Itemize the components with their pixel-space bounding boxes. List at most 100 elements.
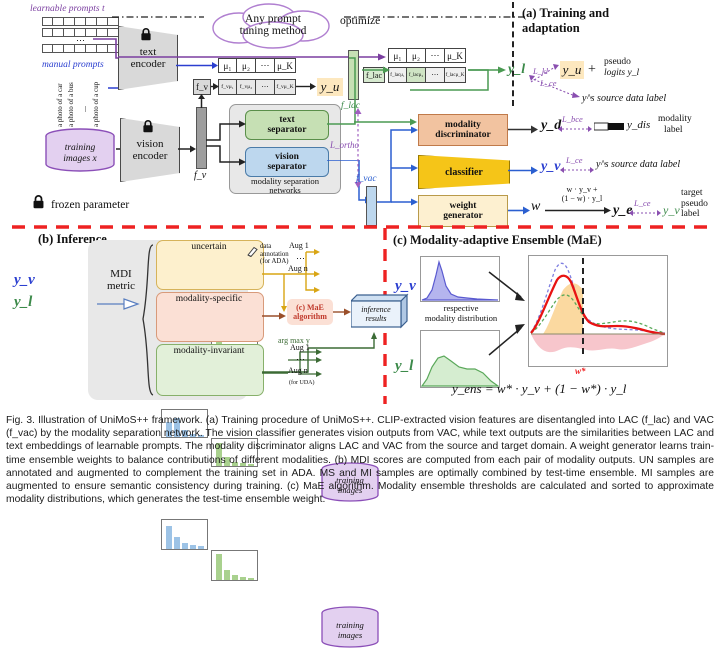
classifier-out-arrow — [508, 166, 538, 175]
fv-bar-label: f_v — [194, 170, 207, 181]
frozen-legend-label: frozen parameter — [51, 198, 130, 211]
flac-feature-bar — [348, 50, 359, 100]
mu-cell: μ₁ — [218, 58, 237, 73]
flac-bar-label: f_lac — [341, 101, 360, 111]
aug-first-label-b1: Aug 1 — [289, 241, 309, 250]
yu-ref-box: y_u — [560, 61, 584, 79]
fv-mu-cells: f_vμ₁ f_vμ₂ ⋯ f_vμ_K — [218, 79, 296, 95]
classifier-label: classifier — [445, 166, 483, 178]
yl-distribution-plot — [420, 330, 500, 388]
classifier-box[interactable]: classifier — [418, 155, 510, 189]
group-brace — [142, 244, 154, 396]
loss-ce3-arrow — [629, 210, 661, 216]
lac-to-discriminator-arrow — [354, 118, 417, 126]
modality-label-line-1: modality — [658, 114, 692, 124]
mae-line-1: (c) MaE — [296, 303, 324, 312]
mae-algorithm-box[interactable]: (c) MaE algorithm — [287, 299, 333, 325]
w-output: w — [531, 199, 541, 214]
discriminator-line-1: modality — [445, 119, 481, 130]
modality-label-swatch — [594, 122, 624, 131]
loss-ce2-arrow — [560, 167, 594, 173]
mdi-metric-label: MDI metric — [96, 268, 146, 292]
hist-bar — [232, 574, 238, 580]
mae-threshold-plot — [528, 255, 668, 367]
hist-bar — [174, 417, 180, 437]
yv-label-c: y_v — [395, 278, 416, 294]
invariant-out-line — [262, 372, 288, 374]
red-horizontal-separator — [12, 225, 712, 229]
aug-last-label-b2: Aug n — [288, 366, 308, 375]
hist-bar — [224, 457, 230, 466]
w-star-tick-label: w* — [575, 366, 586, 376]
text-separator-box[interactable]: text separator — [245, 110, 329, 140]
vision-encoder-label-1: vision — [136, 137, 164, 150]
separation-card-caption: modality separation networks — [229, 176, 341, 196]
text-encoder-label-1: text — [139, 45, 157, 58]
loss-kl-label: L_kl — [533, 66, 549, 76]
source-data-label-2: y^s source data label — [596, 159, 680, 170]
source-data-label-1: y^s source data label — [582, 93, 666, 104]
fv-tag: f_v — [193, 79, 211, 95]
target-pseudo-line-1: target — [681, 188, 703, 198]
fv-mu-cell: f_vμ₁ — [218, 79, 237, 95]
panel-a-vertical-divider — [512, 2, 514, 106]
training-images-b2-line-2: images — [337, 630, 363, 640]
inference-results-box: inference results — [349, 293, 411, 329]
hist-specific-text — [211, 438, 258, 467]
hist-bar — [216, 554, 222, 580]
yl-label-c: y_l — [395, 358, 414, 374]
training-images-cylinder-b1: training images — [320, 462, 380, 502]
learnable-prompts-label: learnable prompts t — [30, 4, 105, 14]
cloud-text: Any prompt tuning method — [213, 8, 333, 42]
training-images-line-1: training — [64, 143, 96, 153]
target-pseudo-line-2: pseudo — [681, 198, 708, 209]
pseudo-logits-line-2: logits y_l — [604, 67, 640, 78]
aug-first-label-b2: Aug 1 — [290, 343, 310, 352]
yd-output: y_d — [541, 118, 562, 133]
vision-encoder-label-2: encoder — [132, 150, 168, 162]
vision-encoder-to-fv-arrow — [178, 145, 196, 153]
prompt-tuning-cloud — [212, 3, 330, 49]
yv-to-mae-arrow — [488, 271, 525, 301]
hist-bar — [240, 576, 246, 580]
target-pseudo-label: target pseudo label — [681, 188, 720, 220]
mdi-hollow-arrow — [97, 298, 140, 310]
specific-to-mae-arrow — [262, 312, 286, 320]
ens-formula-line-2: (1 − w) · y_l — [561, 194, 603, 203]
weightgen-out-arrow — [508, 206, 530, 215]
hist-bar — [232, 461, 238, 466]
modality-discriminator[interactable]: modality discriminator — [418, 114, 508, 146]
yv-small-label: y_v — [663, 203, 680, 217]
separation-caption-1: modality separation — [250, 175, 320, 186]
mu-cell: μ₂ — [237, 58, 256, 73]
flac-mu-cell: f_lacμ₂ — [407, 67, 426, 83]
flac-mu-cell: f_lacμ₁ — [388, 67, 407, 83]
hist-bar — [190, 433, 196, 437]
vision-separator-box[interactable]: vision separator — [245, 147, 329, 177]
ens-formula-line-1: w · y_v + — [566, 185, 598, 194]
ye-output: y_e — [613, 203, 633, 218]
training-images-b2-line-1: training — [336, 620, 364, 630]
aug-dots-label-b1: ⋯ — [296, 253, 305, 263]
training-images-b1-line-1: training — [336, 475, 364, 485]
fv-mu-cell: f_vμ₂ — [237, 79, 256, 95]
yu-output: y_u — [317, 78, 343, 96]
training-images-line-2: images x — [63, 154, 97, 164]
plus-sign: + — [588, 62, 596, 77]
weight-generator-line-2: generator — [443, 211, 483, 221]
vision-separator-line-1: vision — [275, 151, 299, 162]
cloud-dashdot-connectors — [112, 16, 528, 18]
hist-bar — [198, 434, 204, 437]
mae-line-2: algorithm — [293, 312, 327, 321]
training-images-cylinder-b2: training images — [320, 606, 380, 648]
text-separator-line-1: text — [279, 114, 295, 125]
fvac-feature-bar — [366, 186, 377, 226]
hist-bar — [182, 543, 188, 549]
text-separator-line-2: separator — [267, 125, 307, 135]
group-uncertain — [156, 240, 264, 290]
inference-results-line-1: inference — [361, 304, 391, 314]
mdi-line-2: metric — [106, 280, 136, 292]
mae-formula: y_ens = w* · y_v + (1 − w*) · y_l — [452, 381, 627, 396]
training-images-cylinder-a: training images x — [44, 128, 116, 172]
annotation-line-2: annotation — [260, 250, 289, 258]
